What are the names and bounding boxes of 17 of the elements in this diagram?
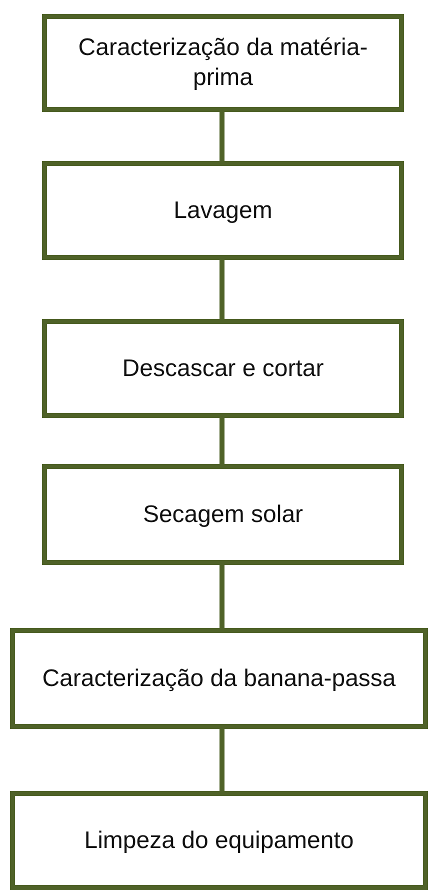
step-label: Descascar e cortar <box>121 354 325 384</box>
step-label: Caracterização da banana-passa <box>41 664 397 694</box>
process-box <box>42 464 404 565</box>
step-label: Lavagem <box>172 196 274 226</box>
connector-line <box>220 729 224 791</box>
process-box <box>10 628 428 729</box>
step-label: Caracterização da matéria-prima <box>77 33 369 93</box>
process-box <box>42 161 404 260</box>
process-box <box>10 791 428 890</box>
process-box <box>42 319 404 418</box>
connector-line <box>220 565 224 628</box>
step-label: Limpeza do equipamento <box>83 826 355 856</box>
connector-line <box>220 260 224 319</box>
step-label: Secagem solar <box>142 500 304 530</box>
connector-line <box>220 112 224 161</box>
connector-line <box>220 418 224 464</box>
process-box <box>42 14 404 112</box>
